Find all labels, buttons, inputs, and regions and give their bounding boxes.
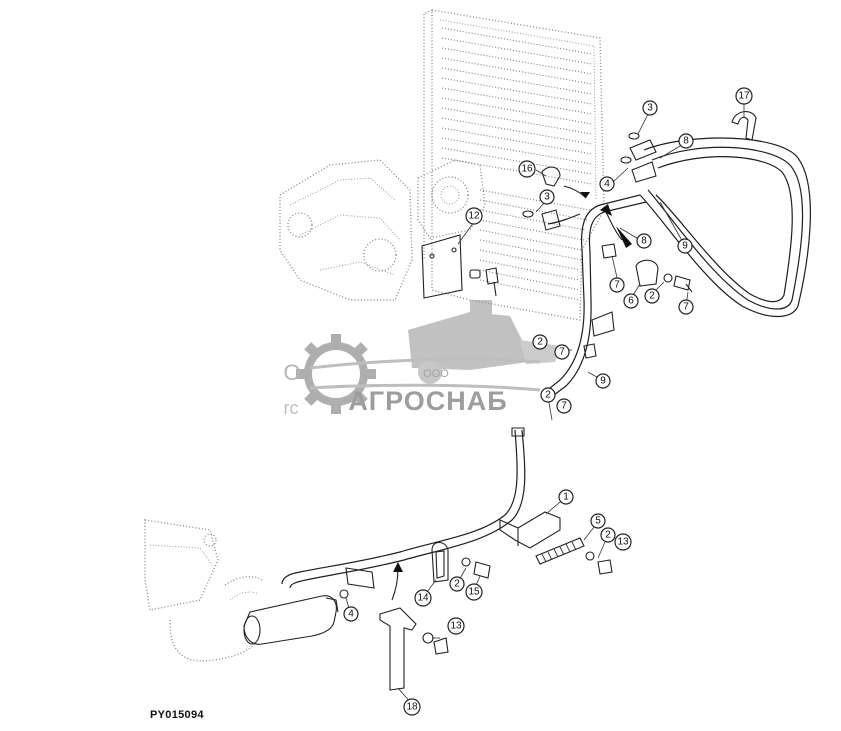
svg-text:7: 7 — [683, 302, 689, 313]
svg-text:16: 16 — [521, 164, 533, 175]
svg-text:6: 6 — [628, 296, 634, 307]
small-fittings — [522, 132, 640, 359]
bracket-1 — [499, 511, 561, 549]
svg-text:2: 2 — [537, 337, 543, 348]
svg-text:2: 2 — [545, 390, 551, 401]
svg-text:7: 7 — [614, 280, 620, 291]
flow-arrows-top — [563, 185, 632, 248]
callout-2-e: 2 — [449, 576, 465, 592]
callout-4-bottom: 4 — [343, 606, 359, 622]
callout-18: 18 — [403, 698, 421, 716]
svg-text:9: 9 — [600, 376, 606, 387]
gear-icon — [296, 334, 376, 414]
callout-2-c: 2 — [540, 387, 556, 403]
svg-text:3: 3 — [647, 103, 653, 114]
refrigerant-line-9 — [541, 194, 647, 399]
callout-3-top: 3 — [642, 100, 658, 116]
svg-text:17: 17 — [738, 91, 750, 102]
combine-harvester-icon — [408, 300, 560, 384]
svg-text:5: 5 — [595, 516, 601, 527]
svg-text:9: 9 — [682, 241, 688, 252]
callout-5: 5 — [590, 513, 606, 529]
engine-block — [279, 159, 486, 301]
svg-text:7: 7 — [561, 401, 567, 412]
svg-text:14: 14 — [417, 593, 429, 604]
callout-4-top: 4 — [599, 176, 615, 192]
callout-6: 6 — [623, 293, 639, 309]
callout-1: 1 — [558, 489, 574, 505]
svg-text:8: 8 — [683, 136, 689, 147]
callout-9-top: 9 — [677, 238, 693, 254]
callout-2-a: 2 — [644, 288, 660, 304]
svg-text:15: 15 — [468, 587, 480, 598]
svg-text:4: 4 — [348, 609, 354, 620]
bracket-18 — [379, 607, 449, 691]
callout-12: 12 — [465, 207, 483, 225]
flow-arrow-lower — [391, 562, 403, 601]
condenser-radiator — [423, 9, 605, 321]
callout-7-c: 7 — [554, 344, 570, 360]
svg-text:13: 13 — [450, 621, 462, 632]
receiver-dryer-assembly — [144, 519, 349, 662]
svg-text:2: 2 — [605, 530, 611, 541]
svg-text:2: 2 — [454, 579, 460, 590]
callout-7-a: 7 — [609, 277, 625, 293]
watermark: ООО АГРОСНАБ О rc — [283, 300, 560, 418]
bolt-7-left — [469, 267, 499, 297]
watermark-partial-bottom: rc — [284, 398, 299, 418]
callout-17: 17 — [735, 87, 753, 105]
callout-2-d: 2 — [600, 527, 616, 543]
callout-7-b: 7 — [678, 299, 694, 315]
svg-text:13: 13 — [617, 537, 629, 548]
callout-7-d: 7 — [556, 398, 572, 414]
svg-text:18: 18 — [406, 702, 418, 713]
svg-text:2: 2 — [649, 291, 655, 302]
svg-text:7: 7 — [559, 347, 565, 358]
refrigerant-line-lower — [281, 427, 526, 589]
svg-text:3: 3 — [544, 192, 550, 203]
svg-text:4: 4 — [604, 179, 610, 190]
callout-15: 15 — [465, 583, 483, 601]
callout-14: 14 — [414, 589, 432, 607]
callout-9-bottom: 9 — [595, 373, 611, 389]
spring-5 — [535, 537, 613, 575]
watermark-company: ООО — [423, 368, 449, 380]
callout-3-mid: 3 — [539, 189, 555, 205]
callout-2-b: 2 — [532, 334, 548, 350]
svg-text:12: 12 — [468, 211, 480, 222]
callout-16: 16 — [518, 160, 536, 178]
callout-13-right: 13 — [614, 533, 632, 551]
figure-id: PY015094 — [150, 709, 204, 721]
callout-8-top: 8 — [678, 133, 694, 149]
watermark-brand: АГРОСНАБ — [348, 386, 507, 416]
clamp-14 — [431, 541, 491, 583]
bracket-plate-12 — [421, 234, 463, 299]
svg-text:1: 1 — [563, 492, 569, 503]
watermark-partial-top: О — [283, 360, 300, 385]
clamp-6 — [635, 259, 693, 293]
callout-8-mid: 8 — [636, 233, 652, 249]
callout-13-bottom: 13 — [447, 617, 465, 635]
hose-assembly-upper — [629, 111, 811, 317]
svg-text:8: 8 — [641, 236, 647, 247]
